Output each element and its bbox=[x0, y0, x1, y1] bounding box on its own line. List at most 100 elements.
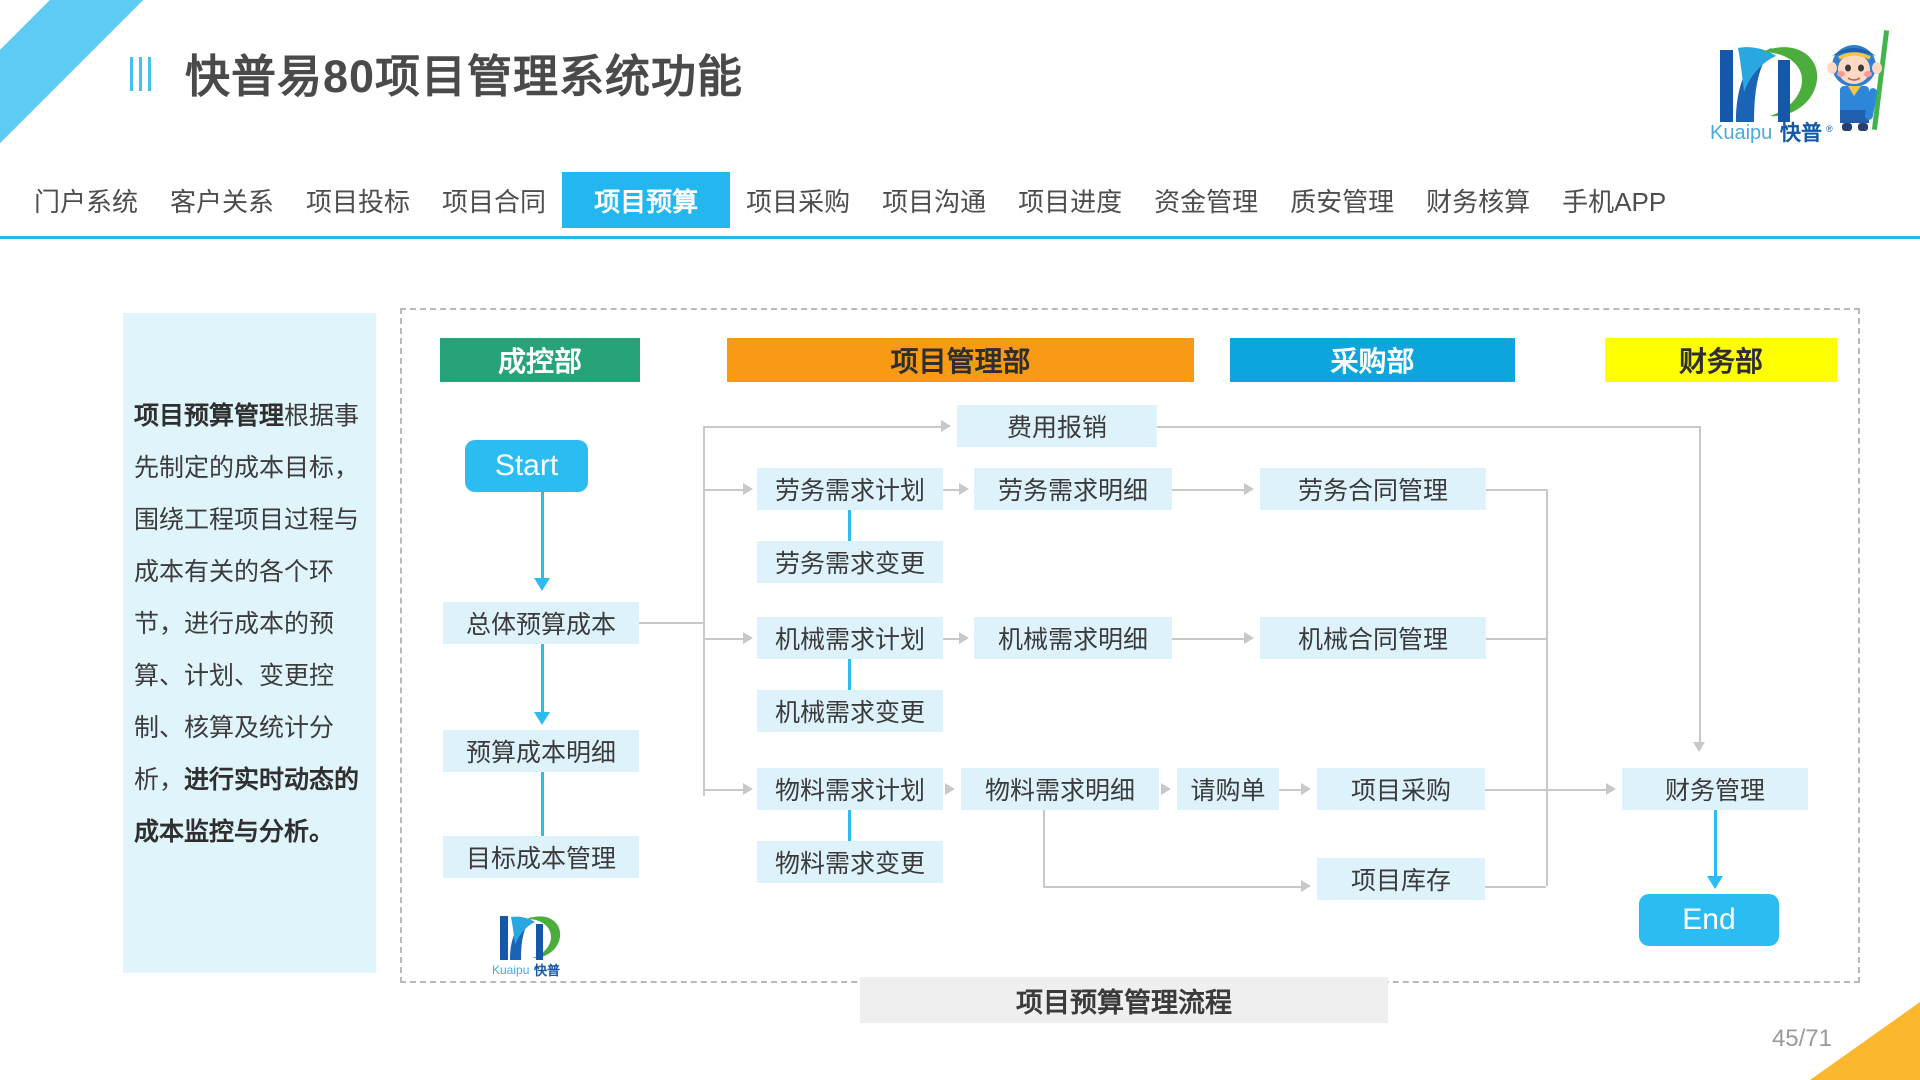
page-header: 快普易80项目管理系统功能 Kuaipu 快普 ® bbox=[0, 0, 1920, 150]
connector-expense-down bbox=[1699, 426, 1701, 744]
arrowhead-right bbox=[1606, 783, 1616, 795]
connector-machine-detail-to-contract bbox=[1172, 638, 1244, 640]
arrowhead-right bbox=[959, 632, 969, 644]
flow-node-labor-demand-detail[interactable]: 劳务需求明细 bbox=[974, 468, 1172, 510]
kuaipu-logo-small-icon: Kuaipu 快普 bbox=[492, 916, 561, 978]
connector-collector-to-finance bbox=[1546, 789, 1606, 791]
flow-node-budget-cost-detail[interactable]: 预算成本明细 bbox=[443, 730, 639, 772]
arrowhead-down bbox=[534, 712, 550, 725]
flow-node-start[interactable]: Start bbox=[465, 440, 588, 492]
connector-machine-contract-right bbox=[1486, 638, 1546, 640]
arrowhead-right bbox=[941, 420, 951, 432]
connector-detail-to-target bbox=[541, 772, 544, 844]
connector-collector-vertical bbox=[1546, 489, 1548, 886]
tab-purchase[interactable]: 项目采购 bbox=[746, 186, 851, 217]
connector-to-material-plan bbox=[703, 789, 743, 791]
arrowhead-down bbox=[534, 578, 550, 591]
connector-to-machine-plan bbox=[703, 638, 743, 640]
connector-to-labor-plan bbox=[703, 489, 743, 491]
page-title: 快普易80项目管理系统功能 bbox=[185, 51, 744, 102]
connector-material-plan-to-change bbox=[848, 810, 851, 848]
tab-bidding[interactable]: 项目投标 bbox=[306, 186, 411, 217]
flow-node-material-demand-detail[interactable]: 物料需求明细 bbox=[961, 768, 1159, 810]
description-panel bbox=[123, 313, 376, 973]
connector-labor-plan-to-detail bbox=[943, 489, 959, 491]
kuaipu-logo-small: Kuaipu 快普 bbox=[488, 908, 588, 978]
connector-expense-right bbox=[1157, 426, 1699, 428]
connector-start-to-total bbox=[541, 492, 544, 582]
arrowhead-down bbox=[1707, 876, 1723, 889]
description-tail: 进行实时动态的成本监控与分析。 bbox=[134, 766, 360, 846]
flow-node-project-inventory[interactable]: 项目库存 bbox=[1317, 858, 1485, 900]
arrowhead-right bbox=[959, 483, 969, 495]
kuaipu-logo-icon: Kuaipu 快普 ® bbox=[1710, 30, 1890, 144]
connector-to-inventory bbox=[1043, 886, 1301, 888]
tab-fund[interactable]: 资金管理 bbox=[1154, 186, 1259, 217]
connector-total-right bbox=[639, 622, 703, 624]
flow-node-end[interactable]: End bbox=[1639, 894, 1779, 946]
tab-budget[interactable]: 项目预算 bbox=[562, 172, 731, 228]
connector-labor-contract-right bbox=[1486, 489, 1546, 491]
svg-text:Kuaipu: Kuaipu bbox=[1710, 122, 1772, 144]
flowchart-caption: 项目预算管理流程 bbox=[860, 977, 1388, 1023]
corner-triangle-decoration bbox=[1810, 1002, 1920, 1080]
connector-inventory-right bbox=[1485, 886, 1546, 888]
description-text: 项目预算管理根据事先制定的成本目标，围绕工程项目过程与成本有关的各个环节，进行成… bbox=[134, 390, 366, 858]
connector-spine-vertical bbox=[703, 426, 705, 796]
arrowhead-right bbox=[945, 783, 955, 795]
connector-to-expense bbox=[703, 426, 941, 428]
arrowhead-right bbox=[1244, 483, 1254, 495]
flow-node-purchase-request[interactable]: 请购单 bbox=[1177, 768, 1279, 810]
dept-header-cost-control: 成控部 bbox=[440, 338, 640, 382]
flow-node-machine-demand-detail[interactable]: 机械需求明细 bbox=[974, 617, 1172, 659]
flow-node-material-demand-change[interactable]: 物料需求变更 bbox=[757, 841, 943, 883]
connector-labor-detail-to-contract bbox=[1172, 489, 1244, 491]
connector-labor-plan-to-change bbox=[848, 510, 851, 548]
description-body: 根据事先制定的成本目标，围绕工程项目过程与成本有关的各个环节，进行成本的预算、计… bbox=[134, 402, 360, 794]
tab-accounting[interactable]: 财务核算 bbox=[1426, 186, 1531, 217]
tab-crm[interactable]: 客户关系 bbox=[170, 186, 275, 217]
description-lead: 项目预算管理 bbox=[134, 402, 285, 430]
flow-node-labor-demand-plan[interactable]: 劳务需求计划 bbox=[757, 468, 943, 510]
flow-node-machine-demand-plan[interactable]: 机械需求计划 bbox=[757, 617, 943, 659]
three-bars-icon bbox=[130, 57, 151, 91]
tab-quality-safety[interactable]: 质安管理 bbox=[1290, 186, 1395, 217]
connector-finance-to-end bbox=[1714, 810, 1717, 880]
dept-header-project-management: 项目管理部 bbox=[727, 338, 1194, 382]
flow-node-labor-contract-mgmt[interactable]: 劳务合同管理 bbox=[1260, 468, 1486, 510]
arrowhead-right bbox=[1244, 632, 1254, 644]
module-tab-bar[interactable]: 门户系统 客户关系 项目投标 项目合同 项目预算 项目采购 项目沟通 项目进度 … bbox=[0, 172, 1920, 228]
tab-progress[interactable]: 项目进度 bbox=[1018, 186, 1123, 217]
flow-node-material-demand-plan[interactable]: 物料需求计划 bbox=[757, 768, 943, 810]
arrowhead-right bbox=[1301, 880, 1311, 892]
tab-communication[interactable]: 项目沟通 bbox=[882, 186, 987, 217]
tab-portal[interactable]: 门户系统 bbox=[34, 186, 139, 217]
arrowhead-down bbox=[1693, 742, 1705, 752]
flow-node-machine-demand-change[interactable]: 机械需求变更 bbox=[757, 690, 943, 732]
dept-header-procurement: 采购部 bbox=[1230, 338, 1515, 382]
connector-total-to-detail bbox=[541, 644, 544, 716]
dept-header-finance: 财务部 bbox=[1605, 338, 1837, 382]
mascot-icon bbox=[1827, 30, 1890, 131]
connector-machine-plan-to-change bbox=[848, 659, 851, 697]
svg-text:®: ® bbox=[1826, 124, 1833, 134]
flow-node-project-purchase[interactable]: 项目采购 bbox=[1317, 768, 1485, 810]
tab-contract[interactable]: 项目合同 bbox=[442, 186, 547, 217]
flow-node-finance-mgmt[interactable]: 财务管理 bbox=[1622, 768, 1808, 810]
flow-node-target-cost-mgmt[interactable]: 目标成本管理 bbox=[443, 836, 639, 878]
arrowhead-right bbox=[1301, 783, 1311, 795]
connector-purchase-right bbox=[1485, 789, 1546, 791]
arrowhead-right bbox=[743, 483, 753, 495]
tab-mobile-app[interactable]: 手机APP bbox=[1562, 186, 1667, 217]
arrowhead-right bbox=[743, 783, 753, 795]
page-number: 45/71 bbox=[1771, 1025, 1832, 1052]
connector-material-detail-down bbox=[1043, 810, 1045, 888]
connector-machine-plan-to-detail bbox=[943, 638, 959, 640]
arrowhead-right bbox=[743, 632, 753, 644]
flow-node-labor-demand-change[interactable]: 劳务需求变更 bbox=[757, 541, 943, 583]
flow-node-expense-reimbursement[interactable]: 费用报销 bbox=[957, 405, 1157, 447]
arrowhead-right bbox=[1161, 783, 1171, 795]
flow-node-total-budget-cost[interactable]: 总体预算成本 bbox=[443, 602, 639, 644]
flow-node-machine-contract-mgmt[interactable]: 机械合同管理 bbox=[1260, 617, 1486, 659]
svg-text:快普: 快普 bbox=[534, 963, 560, 978]
